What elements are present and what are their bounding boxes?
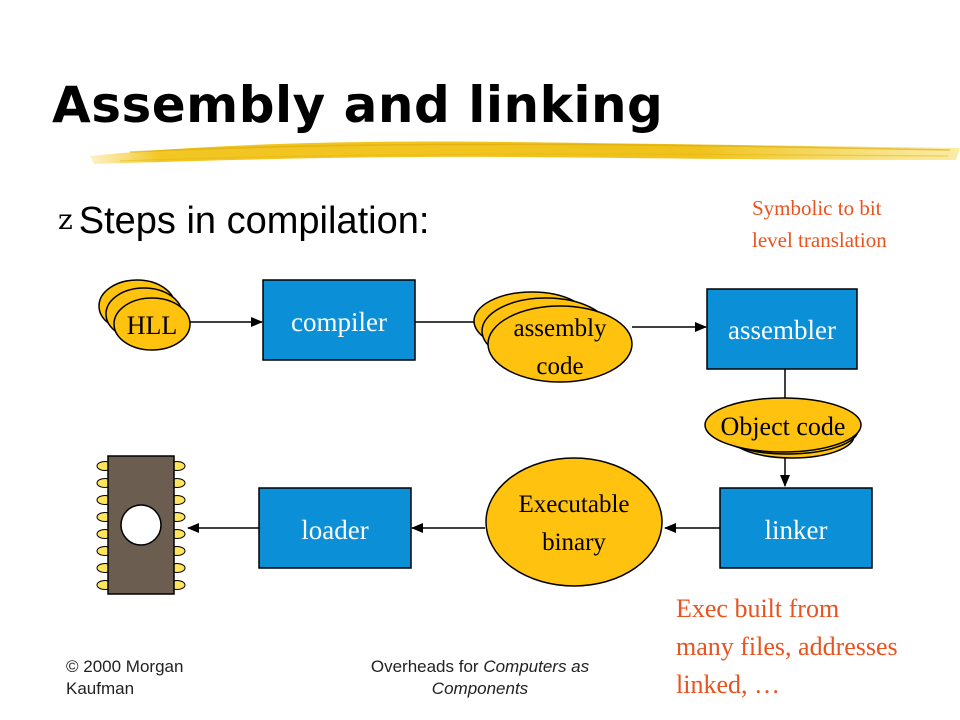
slide-title: Assembly and linking: [52, 76, 664, 134]
loader-box: loader: [258, 487, 412, 569]
hll-source-files: HLL: [98, 279, 191, 351]
title-underline-swoosh: [90, 141, 960, 164]
note-symbolic-translation: Symbolic to bit level translation: [752, 192, 952, 256]
executable-line-2: binary: [542, 529, 606, 556]
assembler-box: assembler: [706, 288, 858, 370]
linker-box: linker: [719, 487, 873, 569]
footer-center-italic-2: Components: [431, 679, 529, 698]
assembler-label: assembler: [728, 315, 836, 345]
linker-label: linker: [765, 515, 828, 545]
note-bottom-line-3: linked, …: [676, 670, 780, 699]
footer-copyright-line-1: © 2000 Morgan: [66, 657, 184, 676]
executable-binary: Executable binary: [485, 457, 663, 587]
footer-copyright: © 2000 Morgan Kaufman: [66, 656, 246, 700]
note-top-line-2: level translation: [752, 228, 887, 252]
bullet-text: Steps in compilation:: [78, 200, 430, 242]
note-bottom-line-1: Exec built from: [676, 594, 840, 623]
note-bottom-line-2: many files, addresses: [676, 632, 898, 661]
footer-book-title: Overheads for Computers as Components: [350, 656, 610, 700]
assembly-code-files: assembly code: [473, 291, 633, 383]
footer-center-italic-1: Computers as: [483, 657, 590, 676]
footer-copyright-line-2: Kaufman: [66, 679, 135, 698]
compiler-label: compiler: [291, 307, 387, 337]
executable-line-1: Executable: [518, 491, 629, 518]
note-top-line-1: Symbolic to bit: [752, 196, 882, 220]
z-bullet-icon: z: [58, 203, 73, 236]
assembly-code-line-2: code: [536, 353, 583, 380]
memory-chip-icon: [96, 455, 186, 595]
footer-center-prefix: Overheads for: [370, 657, 484, 676]
object-code-files: Object code: [704, 397, 862, 459]
assembly-code-line-1: assembly: [513, 315, 607, 342]
hll-label: HLL: [127, 311, 178, 340]
note-exec-built: Exec built from many files, addresses li…: [676, 590, 956, 704]
compiler-box: compiler: [262, 279, 416, 361]
object-code-label: Object code: [721, 412, 846, 441]
loader-label: loader: [301, 515, 368, 545]
